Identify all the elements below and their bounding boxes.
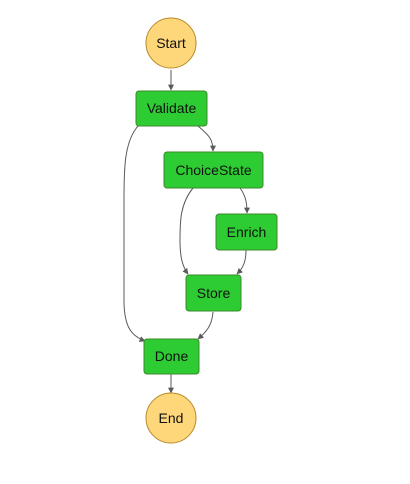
edge-store-to-done: [197, 311, 214, 340]
enrich-state-label: Enrich: [227, 224, 267, 240]
edge-validate-to-done: [123, 125, 146, 342]
end-node[interactable]: End: [145, 392, 197, 444]
done-state-label: Done: [155, 348, 189, 364]
end-node-label: End: [159, 410, 184, 426]
start-node[interactable]: Start: [145, 17, 197, 69]
validate-state[interactable]: Validate: [135, 90, 208, 127]
validate-state-label: Validate: [147, 100, 197, 116]
done-state[interactable]: Done: [143, 338, 200, 375]
edge-validate-to-choicestate: [197, 125, 216, 152]
edge-choicestate-to-store: [179, 187, 194, 275]
choicestate-state-label: ChoiceState: [175, 162, 251, 178]
enrich-state[interactable]: Enrich: [215, 213, 278, 251]
start-node-label: Start: [156, 35, 186, 51]
edge-choicestate-to-enrich: [239, 187, 250, 214]
choicestate-state[interactable]: ChoiceState: [163, 151, 264, 189]
store-state[interactable]: Store: [185, 274, 242, 312]
edge-enrich-to-store: [236, 249, 247, 275]
edges: [123, 70, 250, 394]
store-state-label: Store: [197, 285, 231, 301]
